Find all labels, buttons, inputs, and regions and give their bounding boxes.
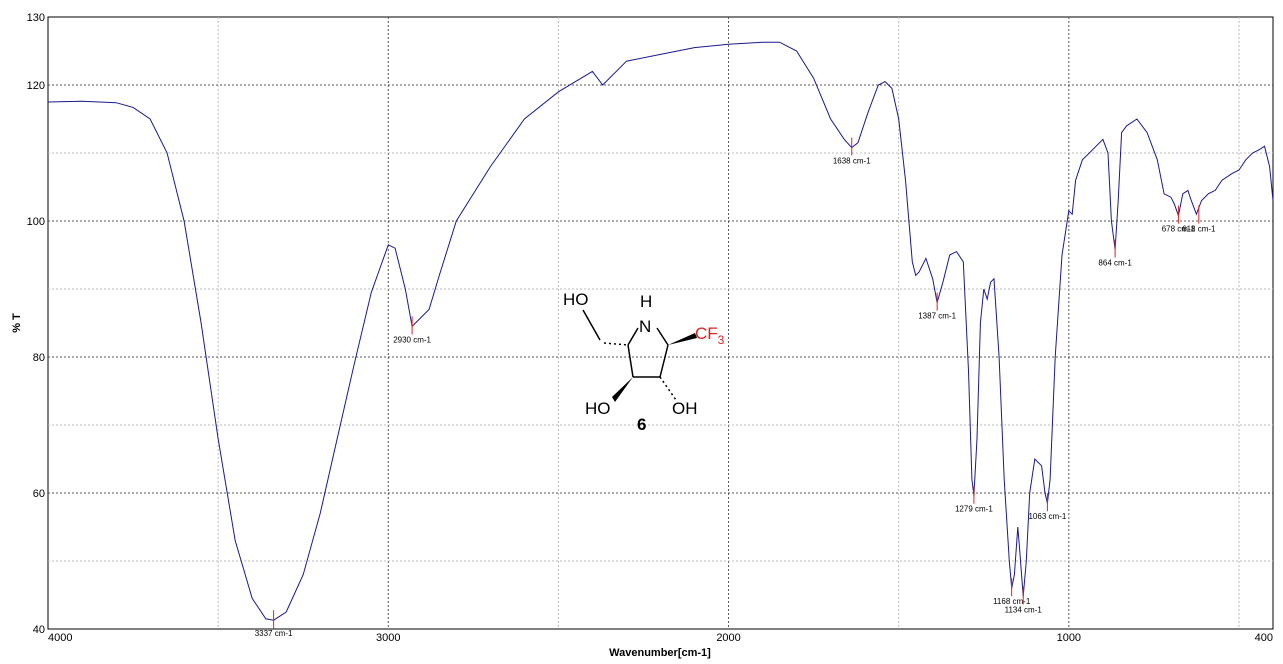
x-tick-label: 2000	[716, 632, 740, 644]
peak-label: 618 cm-1	[1182, 225, 1216, 234]
tick-labels: 4000 3000 2000 1000 400 40 60 80 100 120 130	[27, 12, 1273, 644]
structure-ho-left: HO	[585, 399, 611, 418]
structure-cf3: CF3	[695, 324, 725, 347]
plot-area	[47, 16, 1274, 630]
peak-label: 1279 cm-1	[955, 505, 993, 514]
x-tick-label: 400	[1255, 632, 1273, 644]
peak-label: 1063 cm-1	[1028, 512, 1066, 521]
structure-oh-right: OH	[672, 399, 698, 418]
y-axis-title: % T	[11, 313, 23, 333]
y-tick-label: 40	[33, 624, 45, 636]
peak-label: 1638 cm-1	[833, 157, 871, 166]
structure-n: N	[639, 317, 651, 336]
peak-label: 2930 cm-1	[393, 335, 431, 344]
y-tick-label: 130	[27, 12, 45, 24]
structure-compound-number: 6	[637, 415, 646, 434]
x-tick-label: 3000	[376, 632, 400, 644]
peak-label: 1387 cm-1	[918, 312, 956, 321]
y-tick-label: 120	[27, 80, 45, 92]
structure-ho-top: HO	[563, 290, 589, 309]
y-tick-label: 80	[33, 352, 45, 364]
spectrum-line	[47, 41, 1274, 621]
y-tick-label: 100	[27, 216, 45, 228]
y-tick-label: 60	[33, 488, 45, 500]
x-axis-title: Wavenumber[cm-1]	[609, 647, 711, 659]
peak-label: 678 cm-1	[1162, 225, 1196, 234]
peak-label: 864 cm-1	[1098, 259, 1132, 268]
peak-label: 1134 cm-1	[1005, 605, 1043, 614]
peak-label: 1168 cm-1	[993, 597, 1031, 606]
peak-label: 3337 cm-1	[255, 629, 293, 638]
peak-annotations: 3337 cm-1 2930 cm-1 1638 cm-1 1387 cm-1 1279…	[255, 137, 1216, 638]
x-tick-label: 1000	[1057, 632, 1081, 644]
structure-n-h: H	[640, 292, 652, 311]
x-tick-label: 4000	[48, 632, 72, 644]
chemical-structure: HO H N CF3 HO OH 6	[563, 290, 725, 434]
